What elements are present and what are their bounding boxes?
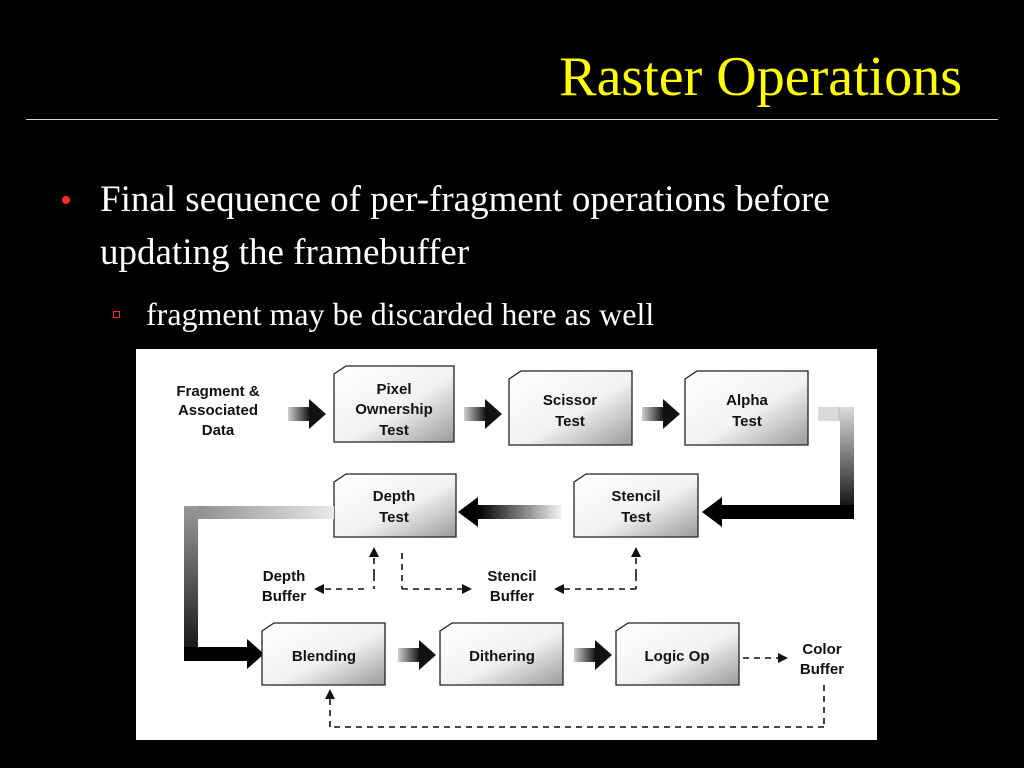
flow-arrow bbox=[642, 399, 680, 429]
svg-text:Pixel: Pixel bbox=[376, 381, 411, 398]
svg-text:Test: Test bbox=[379, 422, 409, 439]
svg-text:Depth: Depth bbox=[263, 568, 306, 585]
flow-arrow bbox=[574, 640, 612, 670]
flow-arrow bbox=[464, 399, 502, 429]
input-label: Fragment & Associated Data bbox=[176, 383, 260, 439]
color-buffer-label: Color Buffer bbox=[800, 641, 844, 678]
depth-test-box: Depth Test bbox=[333, 473, 457, 538]
svg-text:Depth: Depth bbox=[373, 488, 416, 505]
depth-buffer-label: Depth Buffer bbox=[262, 568, 306, 605]
flow-arrow bbox=[288, 399, 326, 429]
route-arrow-alpha-to-stencil bbox=[702, 407, 854, 527]
dithering-box: Dithering bbox=[439, 622, 564, 686]
raster-ops-diagram: Fragment & Associated Data Pixel Ownersh… bbox=[136, 349, 877, 740]
svg-text:Alpha: Alpha bbox=[726, 392, 768, 409]
svg-text:Buffer: Buffer bbox=[490, 588, 534, 605]
svg-text:Data: Data bbox=[202, 422, 235, 439]
svg-text:Scissor: Scissor bbox=[543, 392, 597, 409]
slide-title: Raster Operations bbox=[559, 46, 962, 108]
route-arrow-depth-to-blending bbox=[184, 506, 334, 669]
svg-text:Logic Op: Logic Op bbox=[645, 648, 710, 665]
svg-text:Test: Test bbox=[379, 509, 409, 526]
svg-text:Stencil: Stencil bbox=[611, 488, 660, 505]
svg-text:Test: Test bbox=[555, 413, 585, 430]
svg-text:Dithering: Dithering bbox=[469, 648, 535, 665]
svg-text:Test: Test bbox=[621, 509, 651, 526]
svg-text:Blending: Blending bbox=[292, 648, 356, 665]
logic-op-box: Logic Op bbox=[615, 622, 740, 686]
svg-text:Test: Test bbox=[732, 413, 762, 430]
svg-text:Fragment &: Fragment & bbox=[176, 383, 260, 400]
svg-text:Ownership: Ownership bbox=[355, 401, 433, 418]
svg-text:Stencil: Stencil bbox=[487, 568, 536, 585]
svg-text:Color: Color bbox=[802, 641, 841, 658]
bullet-main: Final sequence of per-fragment operation… bbox=[100, 179, 830, 273]
svg-text:Buffer: Buffer bbox=[262, 588, 306, 605]
dashed-color-links bbox=[325, 653, 825, 728]
bullet-sub: fragment may be discarded here as well bbox=[146, 296, 655, 332]
flow-arrow bbox=[458, 497, 562, 527]
svg-text:Associated: Associated bbox=[178, 402, 258, 419]
stencil-test-box: Stencil Test bbox=[573, 473, 699, 538]
stencil-buffer-label: Stencil Buffer bbox=[487, 568, 536, 605]
blending-box: Blending bbox=[261, 622, 386, 686]
pixel-ownership-test-box: Pixel Ownership Test bbox=[333, 365, 455, 443]
scissor-test-box: Scissor Test bbox=[508, 370, 633, 446]
bullet-dot-icon: • bbox=[60, 182, 72, 219]
flow-arrow bbox=[398, 640, 436, 670]
dashed-buffer-links bbox=[314, 547, 641, 594]
title-divider bbox=[26, 119, 998, 120]
svg-text:Buffer: Buffer bbox=[800, 661, 844, 678]
alpha-test-box: Alpha Test bbox=[684, 370, 809, 446]
sub-bullet-square-icon bbox=[113, 311, 120, 318]
